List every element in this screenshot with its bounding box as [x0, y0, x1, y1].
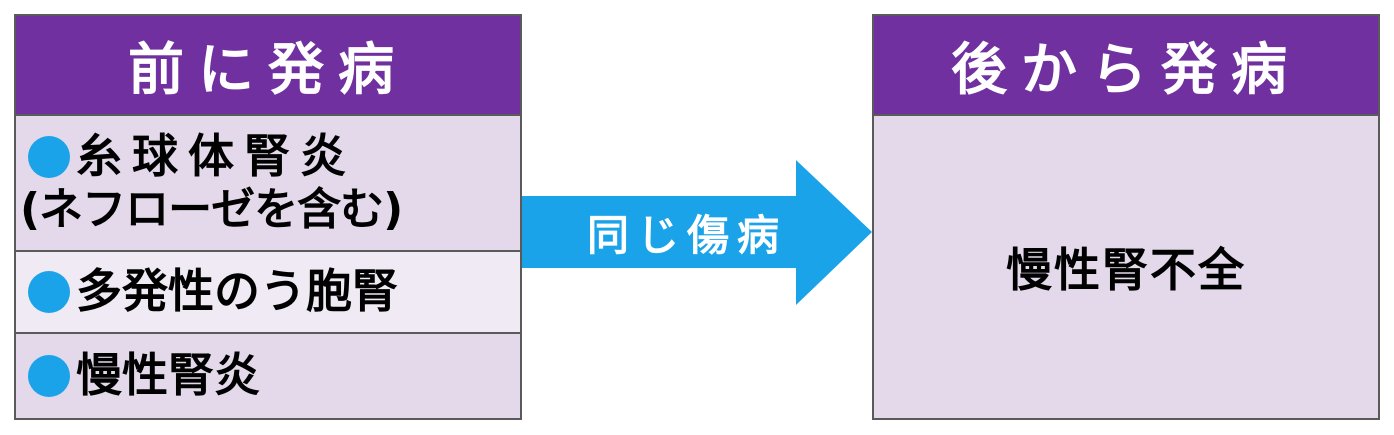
arrow-connector: 同じ傷病 — [522, 160, 872, 305]
right-panel: 後から発病 慢性腎不全 — [872, 14, 1380, 420]
arrow-right-icon — [522, 160, 872, 305]
item-label: 慢性腎炎 — [76, 348, 260, 403]
item-label: 糸球体腎炎 — [76, 129, 356, 183]
left-panel: 前に発病 糸球体腎炎 (ネフローゼを含む) 多発性のう胞腎 慢性腎炎 — [14, 14, 522, 420]
right-panel-header: 後から発病 — [874, 16, 1378, 116]
list-item-chronic-nephritis: 慢性腎炎 — [16, 334, 520, 418]
bullet-icon — [28, 271, 70, 313]
list-item-polycystic-kidney: 多発性のう胞腎 — [16, 252, 520, 334]
item-label: 多発性のう胞腎 — [76, 264, 398, 319]
item-sublabel: (ネフローゼを含む) — [20, 184, 403, 236]
bullet-icon — [28, 135, 70, 178]
right-panel-body: 慢性腎不全 — [1006, 243, 1246, 297]
arrow-label: 同じ傷病 — [586, 211, 787, 260]
list-item-glomerulonephritis: 糸球体腎炎 (ネフローゼを含む) — [16, 116, 520, 252]
bullet-icon — [28, 355, 70, 397]
left-panel-header: 前に発病 — [16, 16, 520, 116]
